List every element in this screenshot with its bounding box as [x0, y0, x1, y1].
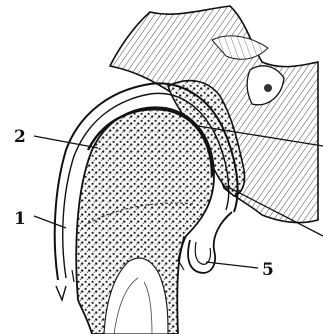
- label-2: 2: [14, 127, 26, 147]
- label-5: 5: [262, 260, 274, 280]
- leader-line-2: [34, 136, 98, 148]
- label-1: 1: [14, 209, 26, 229]
- leader-line-1: [34, 216, 66, 228]
- humeral-head: [76, 107, 214, 334]
